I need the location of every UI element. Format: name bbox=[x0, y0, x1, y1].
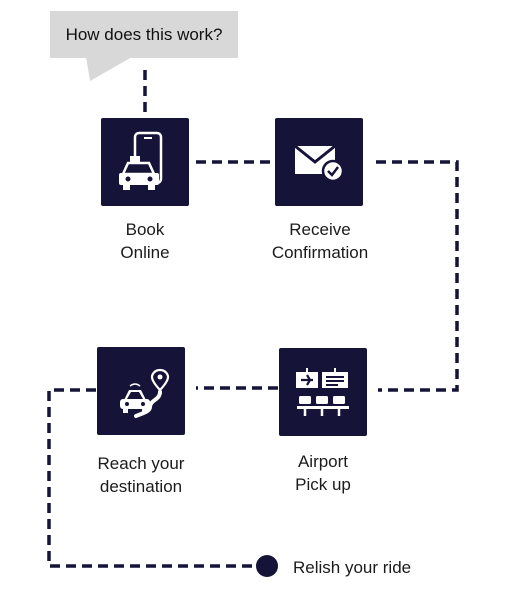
phone-taxi-icon bbox=[119, 131, 163, 190]
question-bubble: How does this work? bbox=[50, 11, 238, 58]
bubble-tail bbox=[86, 57, 132, 81]
step-label-line1: Book bbox=[125, 220, 165, 239]
step-label-line2: Online bbox=[120, 243, 170, 262]
step-label-line1: Reach your bbox=[97, 454, 185, 473]
step-label-line1: Airport bbox=[297, 452, 349, 471]
receive-confirmation-tile[interactable] bbox=[275, 118, 363, 206]
end-point-dot bbox=[256, 555, 278, 577]
question-text: How does this work? bbox=[65, 25, 223, 44]
envelope-check-icon bbox=[294, 144, 345, 183]
book-online-tile[interactable] bbox=[101, 118, 189, 206]
step-label-airport-pickup: Airport Pick up bbox=[270, 450, 376, 496]
connector-confirm-to-pickup bbox=[376, 160, 459, 392]
step-label-line2: Pick up bbox=[295, 475, 351, 494]
airport-pickup-tile[interactable] bbox=[279, 348, 367, 436]
step-label-book-online: Book Online bbox=[94, 218, 196, 264]
end-label: Relish your ride bbox=[293, 558, 412, 577]
step-label-line2: destination bbox=[99, 477, 183, 496]
step-label-line2: Confirmation bbox=[271, 243, 369, 262]
airport-board-icon bbox=[296, 368, 349, 416]
step-label-receive-confirmation: Receive Confirmation bbox=[260, 218, 380, 264]
connector-destination-to-end bbox=[47, 388, 256, 568]
reach-destination-tile[interactable] bbox=[97, 347, 185, 435]
step-label-reach-destination: Reach your destination bbox=[86, 452, 196, 498]
step-label-line1: Receive bbox=[289, 220, 351, 239]
car-route-pin-icon bbox=[120, 368, 170, 418]
